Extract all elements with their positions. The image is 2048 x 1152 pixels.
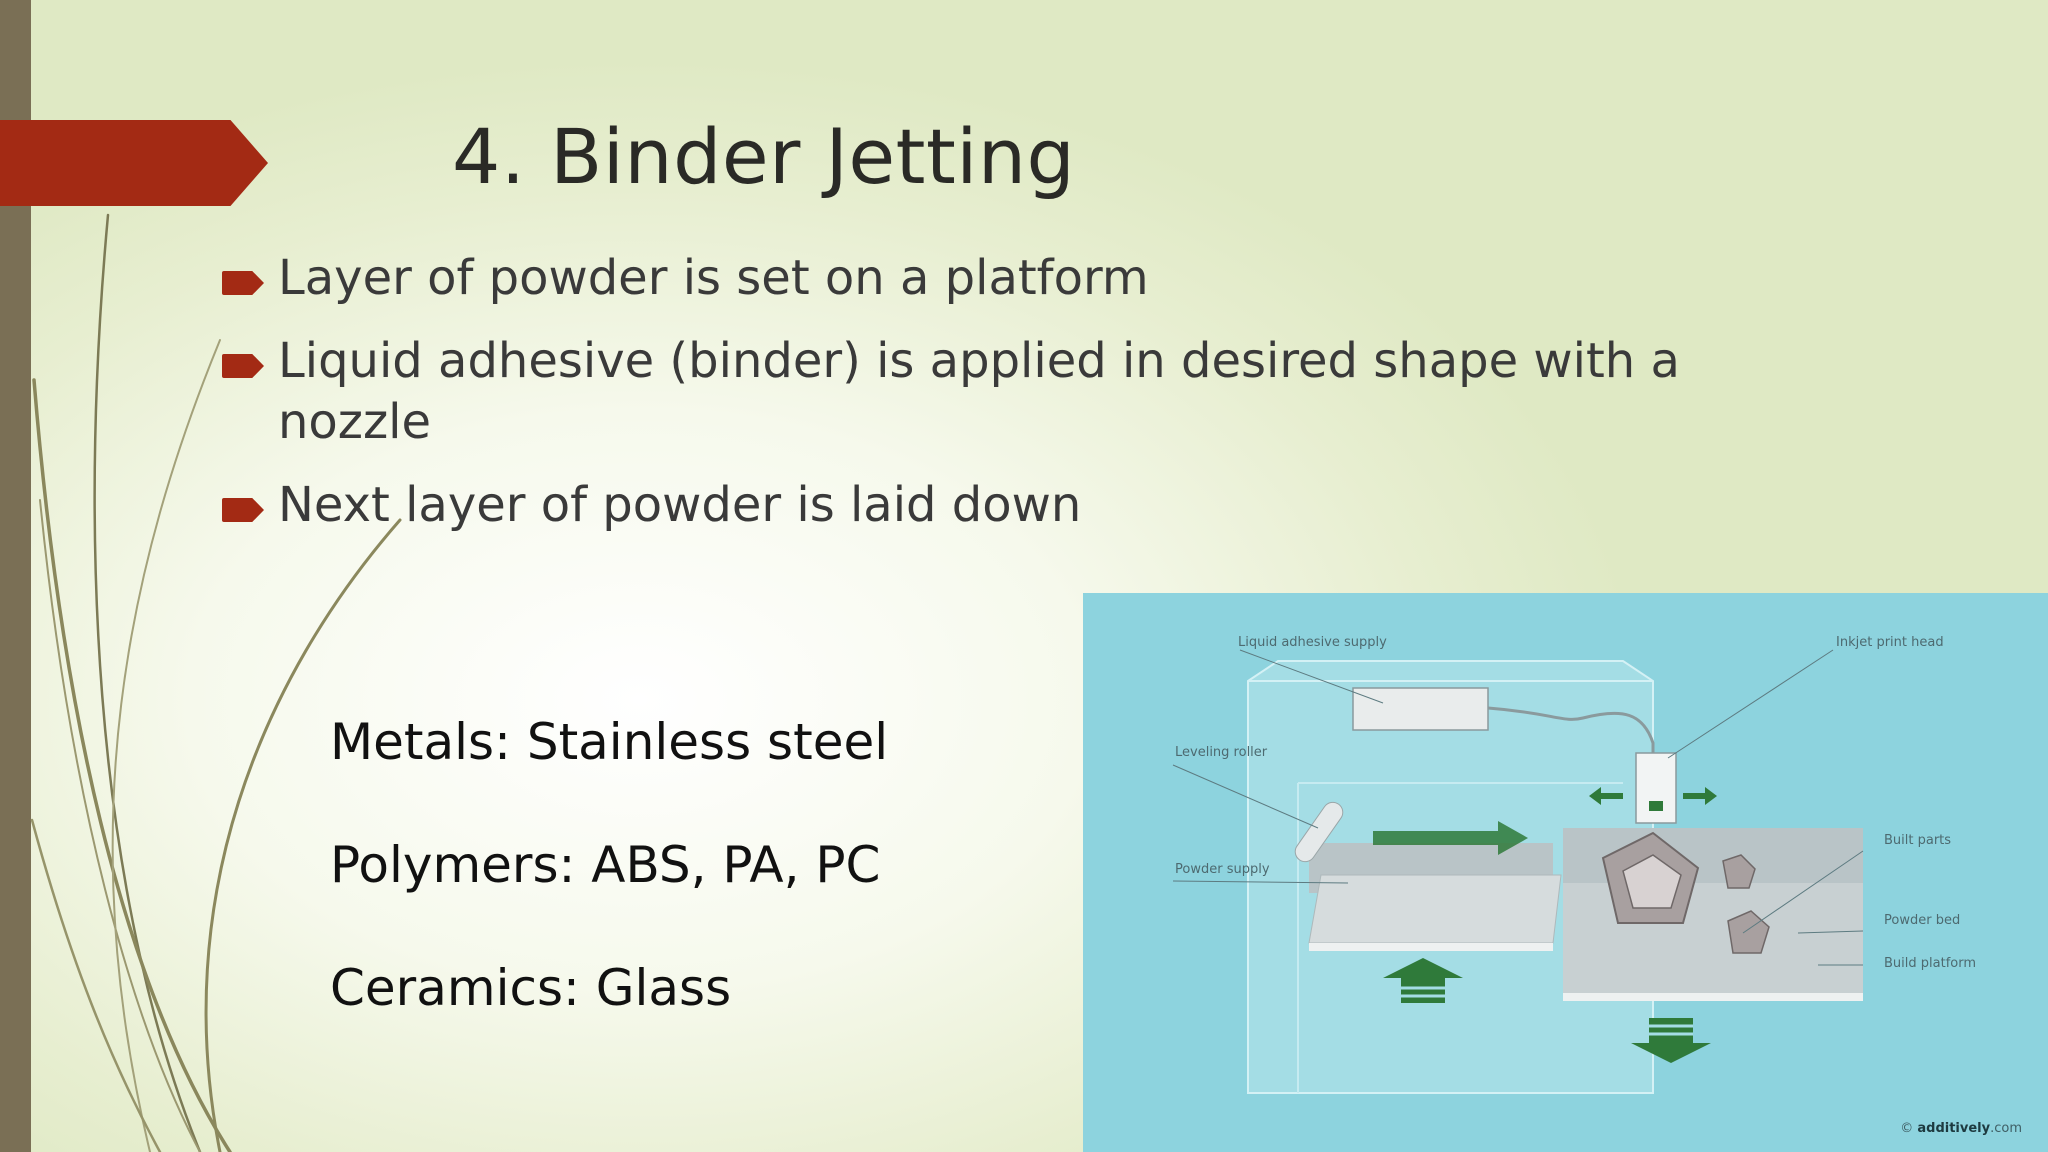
bullet-list: Layer of powder is set on a platform Liq… bbox=[222, 248, 1702, 558]
diagram-illustration bbox=[1172, 649, 1864, 1094]
diagram-credit: © additively.com bbox=[1900, 1121, 2022, 1136]
bullet-text: Layer of powder is set on a platform bbox=[278, 250, 1149, 306]
binder-jetting-diagram: Liquid adhesive supply Inkjet print head… bbox=[1083, 593, 2048, 1152]
arrow-bullet-icon bbox=[222, 271, 264, 295]
copyright-symbol: © bbox=[1900, 1121, 1914, 1136]
bullet-item: Layer of powder is set on a platform bbox=[222, 248, 1702, 309]
materials-list: Metals: Stainless steel Polymers: ABS, P… bbox=[330, 715, 888, 1084]
bullet-text: Next layer of powder is laid down bbox=[278, 477, 1082, 533]
credit-brand: additively bbox=[1917, 1121, 1991, 1136]
label-built-parts: Built parts bbox=[1884, 833, 1952, 848]
label-leveling-roller: Leveling roller bbox=[1175, 745, 1268, 760]
material-polymers: Polymers: ABS, PA, PC bbox=[330, 836, 881, 894]
material-ceramics: Ceramics: Glass bbox=[330, 959, 732, 1017]
slide-title: 4. Binder Jetting bbox=[452, 112, 1076, 201]
arrow-bullet-icon bbox=[222, 354, 264, 378]
credit-suffix: .com bbox=[1990, 1121, 2022, 1136]
bullet-text: Liquid adhesive (binder) is applied in d… bbox=[278, 333, 1680, 450]
label-liquid-adhesive-supply: Liquid adhesive supply bbox=[1238, 635, 1387, 650]
label-powder-bed: Powder bed bbox=[1884, 913, 1961, 928]
material-metals: Metals: Stainless steel bbox=[330, 713, 889, 771]
title-accent-tab bbox=[0, 120, 268, 206]
bullet-item: Next layer of powder is laid down bbox=[222, 475, 1702, 536]
label-inkjet-print-head: Inkjet print head bbox=[1836, 635, 1944, 650]
label-build-platform: Build platform bbox=[1884, 956, 1977, 971]
bullet-item: Liquid adhesive (binder) is applied in d… bbox=[222, 331, 1702, 453]
label-powder-supply: Powder supply bbox=[1175, 862, 1270, 877]
arrow-bullet-icon bbox=[222, 498, 264, 522]
